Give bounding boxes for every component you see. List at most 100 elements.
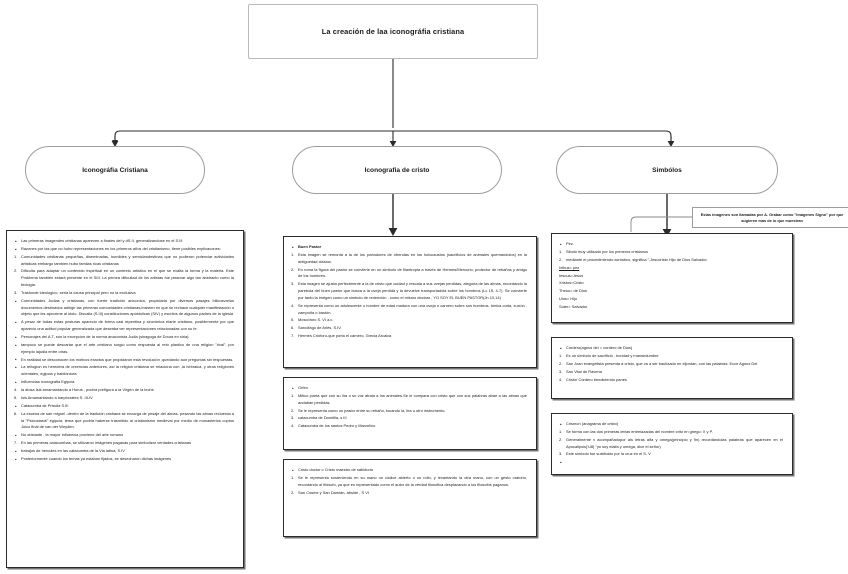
list-item: 1.Es un símbolo de sacrificio , bondad y… <box>559 352 659 358</box>
list-item-number: 5. <box>14 394 18 400</box>
list-item: 2.Se le representa como un pastor entre … <box>291 407 446 413</box>
list-item: Iesous=Jesús <box>559 272 584 278</box>
list-item: La reliogion es heredera de creencias an… <box>14 364 234 378</box>
arrow-cristo <box>388 228 398 236</box>
list-item: 3.San Vital de Ravena <box>559 368 602 374</box>
root-node-label: La creación de laa iconográfia cristiana <box>321 27 465 36</box>
list-item: 2.En roma la figura del pastor se convie… <box>291 266 527 279</box>
list-item-number: 3. <box>559 368 563 374</box>
list-item-number: 3. <box>291 415 295 421</box>
edge-corner-left <box>114 130 121 141</box>
root-node-title[interactable]: La creación de laa iconográfia cristiana <box>248 4 538 59</box>
branch-label-simbolos: Simbólos <box>652 166 682 174</box>
list-item-number: 4. <box>291 302 295 308</box>
list-item: 5.Isis Amamantando a harpócrates S. III-… <box>14 394 93 400</box>
content-box-cristo-doctor[interactable]: Cristo doctor o Cristo maestro de sabidu… <box>283 459 537 537</box>
list-crismon: Crismon (anagrama de cristo)1.Se forma c… <box>559 421 783 467</box>
list-item: 3.Trasfonde ideologico, seria la causa p… <box>14 289 136 295</box>
list-item: 2.Dificulta para adaptar un contenido es… <box>14 268 234 288</box>
list-item-number: 4. <box>291 423 295 429</box>
content-box-crismon[interactable]: Crismon (anagrama de cristo)1.Se forma c… <box>551 413 793 475</box>
list-item-number: 4. <box>14 387 18 393</box>
list-item-number: 7. <box>291 333 295 339</box>
branch-label-iconografia-cristiana: Iconográfia Cristiana <box>82 166 148 174</box>
branch-node-simbolos[interactable]: Simbólos <box>556 146 778 194</box>
list-item: 3.catacumba de Domitila, s III <box>291 415 347 421</box>
list-item: Cordero(agnus dei = cordero de Dios) <box>559 345 783 353</box>
list-item: 4.Se representa como un adolescente u ho… <box>291 302 527 315</box>
list-item: 1.Mitico poeta que con su lira o su voz … <box>291 392 527 405</box>
list-cristo-doctor: Cristo doctor o Cristo maestro de sabidu… <box>291 467 527 496</box>
list-item-number: 2. <box>291 266 295 272</box>
list-item-number: 2. <box>559 436 563 442</box>
list-item: En realidad se desconocen los motivos ex… <box>14 356 234 364</box>
list-item: Catacumba de Priscila S.III <box>14 403 234 411</box>
list-pez: Pez.1.Sibolo muy utilizado por los prime… <box>559 241 783 311</box>
edge-banner-elbow <box>630 216 692 232</box>
list-item-number: 3. <box>291 281 295 287</box>
list-item-number: 6. <box>291 325 295 331</box>
list-item-number: 2. <box>559 256 563 262</box>
annotation-banner-text: Estas imagenes son llamadas por A. Graba… <box>700 211 844 223</box>
list-item-number: 2. <box>559 360 563 366</box>
branch-node-iconografia-de-cristo[interactable]: Iconografia de cristo <box>292 146 502 194</box>
list-item-number: 3. <box>14 289 18 295</box>
list-item-number: 2. <box>291 489 295 495</box>
list-item: Buen Pastor <box>291 244 527 252</box>
list-item: 3.Este símbolo fue sustituido por la cru… <box>559 451 651 457</box>
list-item: Razones por las que no hubo representaci… <box>14 246 234 254</box>
content-box-iconografia-cristiana[interactable]: Las primeras imagendes cristianas aparec… <box>6 230 244 568</box>
list-item: Cristo doctor o Cristo maestro de sabidu… <box>291 467 527 475</box>
list-item-number: 1. <box>559 248 563 254</box>
list-item: 7.En las primeras catacumbas, se utiliza… <box>14 440 192 446</box>
list-item-number: 1. <box>291 392 295 398</box>
list-item: 2.San Juan evangelista presenta a cristo… <box>559 360 758 366</box>
list-item: A pesar de todas estas posturas aparecio… <box>14 319 234 333</box>
list-item: 3.Esta imagen se ajusta perfectmente a l… <box>291 281 527 300</box>
branch-label-iconografia-de-cristo: Iconografia de cristo <box>364 166 430 174</box>
list-item-number: 1. <box>559 352 563 358</box>
list-item: Posteriormente cuando los temas ya estab… <box>14 456 234 464</box>
list-item: trabajos de hercules en las catacumba de… <box>14 448 234 456</box>
list-item: 7.Hermes Crióforo-que porta el carnero, … <box>291 333 392 339</box>
list-cordero: Cordero(agnus dei = cordero de Dios)1.Es… <box>559 345 783 383</box>
list-item: 6.La escena de san miguel -dentro de la … <box>14 410 234 430</box>
annotation-banner[interactable]: Estas imagenes son llamadas por A. Graba… <box>692 207 848 228</box>
list-item-number: 6. <box>14 410 18 416</box>
content-box-pez[interactable]: Pez.1.Sibolo muy utilizado por los prime… <box>551 233 793 323</box>
list-item: Comunidades Judias y cristianas, con fue… <box>14 298 234 318</box>
list-item: Soter= Salvador <box>559 304 588 310</box>
list-item: Ixthus= pez <box>559 264 580 270</box>
branch-node-iconografia-cristiana[interactable]: Iconográfia Cristiana <box>25 146 205 194</box>
list-item: 1.Esta imagen se remonta a la de los por… <box>291 251 527 264</box>
list-item: 2.San Cosme y San Damián, ábside , S VI <box>291 489 369 495</box>
list-item-number: 1. <box>291 474 295 480</box>
list-item: 5.Moscóforo S. VI a.c. <box>291 317 334 323</box>
list-item: 1.Se le representa sosteniendo en su man… <box>291 474 527 487</box>
list-item: 2.mediante el procedimiendo acróstico, s… <box>559 256 708 262</box>
list-item: Theou= de Dios <box>559 288 587 294</box>
list-item-number: 2. <box>291 407 295 413</box>
list-item: tampoco se puede descartar que el arte c… <box>14 342 234 356</box>
list-item-number: 1. <box>291 251 295 257</box>
list-item: 4.Cristo/ Cordero bendiciendo panes <box>559 376 627 382</box>
list-item: 1.Sibolo muy utilizado por los primeros … <box>559 248 649 254</box>
list-item-number: 5. <box>291 317 295 323</box>
content-box-cordero[interactable]: Cordero(agnus dei = cordero de Dios)1.Es… <box>551 337 793 399</box>
list-item: Influencias iconografia Egipcia. <box>14 379 234 387</box>
list-item: 1.Comunidades cristianas pequeñas, disem… <box>14 253 234 266</box>
list-item: Orfeo <box>291 385 527 393</box>
list-item: 1.Se forma con las dos primeras letras e… <box>559 428 713 434</box>
list-item: No obstante , la mayor influencia provie… <box>14 432 234 440</box>
list-item: 6.Sarcófago de Arlés, S.IV. <box>291 325 342 331</box>
edge-corner-right <box>665 130 672 141</box>
list-item: Uios= Hijo <box>559 296 578 302</box>
list-item-number: 7. <box>14 440 18 446</box>
list-item-number: 3. <box>559 451 563 457</box>
arrow-left-pill <box>112 140 118 145</box>
list-item: Xristos=Cristo <box>559 280 584 286</box>
